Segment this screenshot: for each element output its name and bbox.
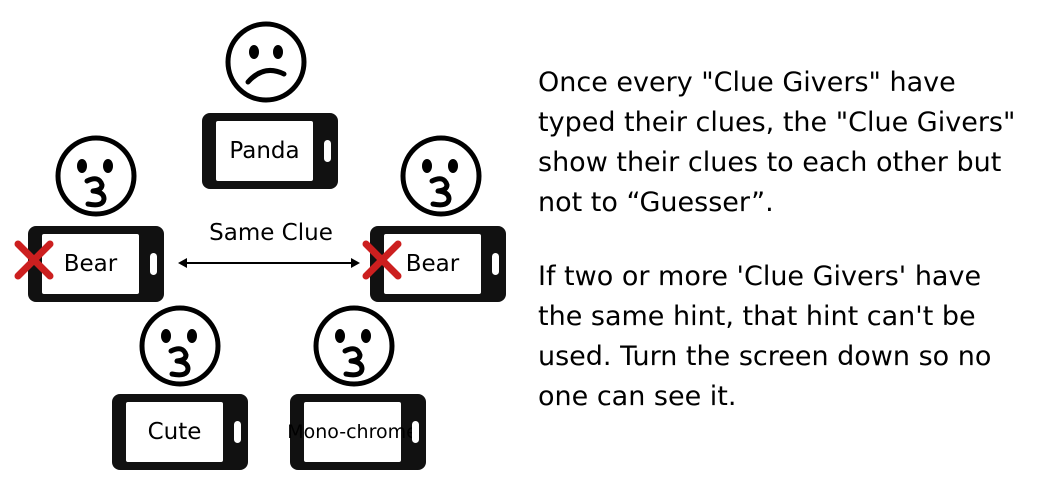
instruction-line: one can see it.: [538, 381, 737, 412]
phone-word: Cute: [126, 402, 223, 462]
instruction-paragraph-2: If two or more 'Clue Givers' have the sa…: [538, 257, 1048, 417]
same-clue-label: Same Clue: [209, 220, 333, 246]
phone-word: Mono- chrome: [287, 402, 418, 462]
double-arrow-icon: [178, 258, 360, 268]
phone-word-line: Mono-: [287, 420, 347, 443]
instruction-line: typed their clues, the "Clue Givers": [538, 107, 1016, 138]
phone-button: [234, 421, 241, 443]
instruction-line: show their clues to each other but: [538, 147, 1002, 178]
phone-button: [150, 253, 157, 275]
instruction-line: the same hint, that hint can't be: [538, 301, 976, 332]
phone-button: [492, 253, 499, 275]
kiss-face-icon: [138, 304, 222, 388]
instruction-line: Once every "Clue Givers" have: [538, 67, 956, 98]
instruction-line: If two or more 'Clue Givers' have: [538, 261, 982, 292]
red-x-icon: [12, 238, 56, 282]
kiss-face-icon: [54, 134, 138, 218]
phone-button: [412, 421, 419, 443]
phone-word-line: chrome: [346, 420, 418, 443]
bottom-right-clue-giver-phone: Mono- chrome: [287, 394, 426, 470]
red-x-icon: [360, 238, 404, 282]
left-clue-giver-phone: Bear: [28, 226, 164, 302]
kiss-face-icon: [399, 134, 483, 218]
guesser-phone: Panda: [202, 113, 338, 189]
instruction-line: not to “Guesser”.: [538, 187, 774, 218]
instruction-line: used. Turn the screen down so no: [538, 341, 992, 372]
phone-button: [324, 140, 331, 162]
kiss-face-icon: [312, 304, 396, 388]
instruction-paragraph-1: Once every "Clue Givers" have typed thei…: [538, 63, 1048, 223]
frown-face-icon: [224, 20, 308, 104]
bottom-left-clue-giver-phone: Cute: [112, 394, 248, 470]
phone-word: Panda: [216, 121, 313, 181]
phone-word: Bear: [42, 234, 139, 294]
